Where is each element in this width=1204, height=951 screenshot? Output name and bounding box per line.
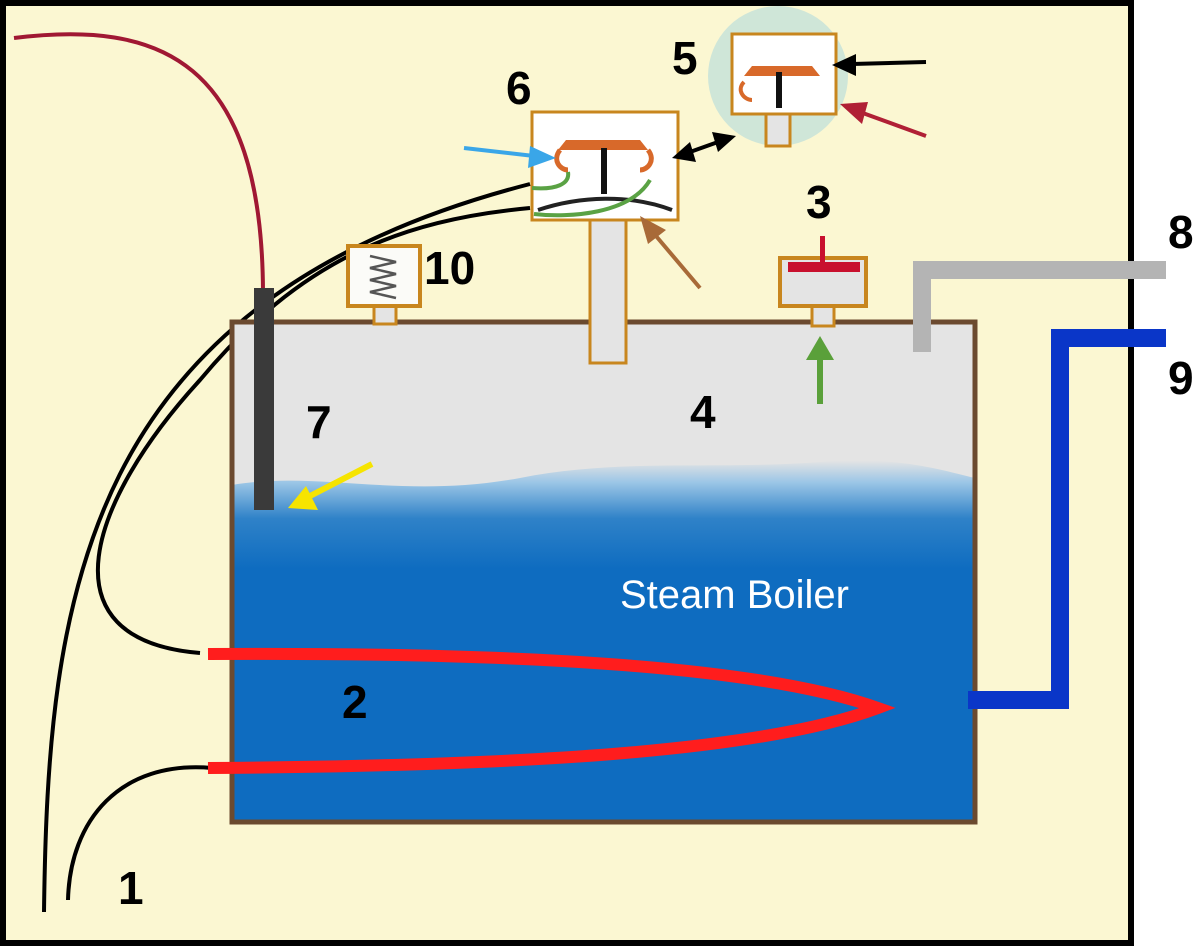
- arrow-icon: [463, 146, 556, 168]
- label-9: 9: [1168, 352, 1194, 404]
- label-6: 6: [506, 62, 532, 114]
- arrow-icon: [672, 132, 736, 162]
- diaphragm-icon: [554, 140, 654, 194]
- bellows: [537, 196, 673, 212]
- pressure-valve-disc: [788, 262, 860, 272]
- label-1: 1: [118, 862, 144, 914]
- pressure-switch-detail: [708, 6, 848, 148]
- arrow-icon: [288, 461, 374, 510]
- capillary-tube: [531, 171, 652, 218]
- sensor-wire: [13, 32, 265, 293]
- number-labels: 1 2 3 4 5 6 7 8 9 10: [118, 32, 1194, 914]
- pressure-valve-pin: [820, 236, 825, 264]
- arrow-icon: [832, 54, 927, 76]
- label-10: 10: [424, 242, 475, 294]
- label-4: 4: [690, 386, 716, 438]
- steam-outlet-pipe: [913, 261, 1166, 352]
- level-probe: [254, 288, 274, 510]
- safety-valve: [346, 244, 422, 326]
- arrows: [288, 54, 927, 510]
- arrow-icon: [840, 102, 927, 138]
- label-8: 8: [1168, 206, 1194, 258]
- water-inlet-pipe: [968, 329, 1166, 709]
- pressure-switch-stem: [588, 216, 628, 365]
- pressure-valve: [778, 236, 868, 328]
- power-wire-inner: [95, 206, 531, 655]
- power-wire-lower: [66, 765, 213, 901]
- label-5: 5: [672, 32, 698, 84]
- pressure-switch: [530, 110, 680, 365]
- boiler-label: Steam Boiler: [620, 573, 849, 617]
- heating-element: [207, 647, 896, 774]
- boiler-tank: Steam Boiler: [229, 319, 978, 825]
- arrow-icon: [806, 336, 834, 404]
- label-7: 7: [306, 396, 332, 448]
- label-2: 2: [342, 676, 368, 728]
- spring-icon: [369, 254, 397, 300]
- arrow-icon: [640, 216, 702, 290]
- label-3: 3: [806, 176, 832, 228]
- detail-stem: [764, 110, 792, 148]
